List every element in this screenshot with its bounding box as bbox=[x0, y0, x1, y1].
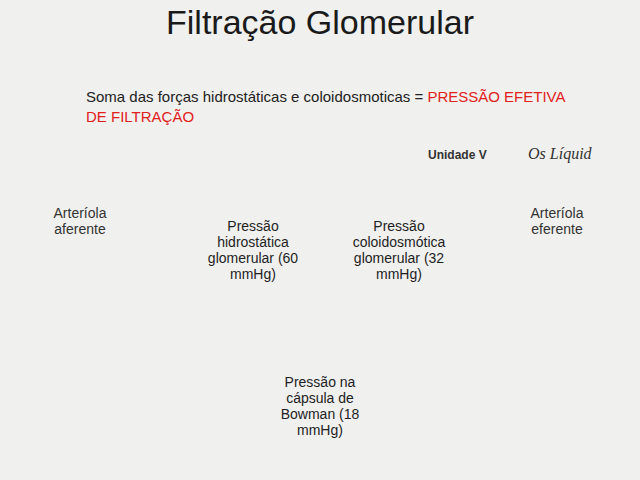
arteriole-label: Arteríola aferente bbox=[40, 205, 120, 237]
force-arrow bbox=[319, 344, 321, 368]
glomerulus-shape bbox=[171, 182, 501, 326]
capsule-shape bbox=[178, 284, 473, 480]
arteriole-wall bbox=[46, 241, 98, 251]
slide-title: Filtração Glomerular bbox=[0, 2, 640, 42]
book-header: Unidade V bbox=[428, 148, 487, 162]
arteriole-wall bbox=[46, 267, 98, 277]
force-arrow bbox=[251, 298, 253, 320]
arteriole-label: Arteríola eferente bbox=[517, 205, 597, 237]
slide-edge-strip bbox=[627, 0, 640, 480]
pressure-label: Pressão hidrostática glomerular (60 mmHg… bbox=[201, 218, 305, 282]
arteriole-wall bbox=[546, 241, 598, 251]
bullet-text: Soma das forças hidrostáticas e coloidos… bbox=[86, 87, 586, 127]
figure-paper bbox=[18, 148, 628, 480]
bowman-capsule: Pressão na cápsula de Bowman (18 mmHg) bbox=[165, 280, 485, 480]
arteriole-band bbox=[34, 243, 616, 275]
figure-frame bbox=[20, 163, 625, 480]
arteriole-wall bbox=[546, 267, 598, 277]
glomerulus: Pressão hidrostática glomerular (60 mmHg… bbox=[171, 182, 501, 326]
pressure-label: Pressão na cápsula de Bowman (18 mmHg) bbox=[280, 374, 360, 438]
bullet-square bbox=[60, 93, 68, 101]
force-arrow bbox=[387, 296, 389, 322]
bullet-text: Soma das forças hidrostáticas e coloidos… bbox=[86, 88, 423, 105]
pressure-label: Pressão coloidosmótica glomerular (32 mm… bbox=[339, 218, 459, 282]
book-header: Os Líquid bbox=[528, 145, 592, 163]
